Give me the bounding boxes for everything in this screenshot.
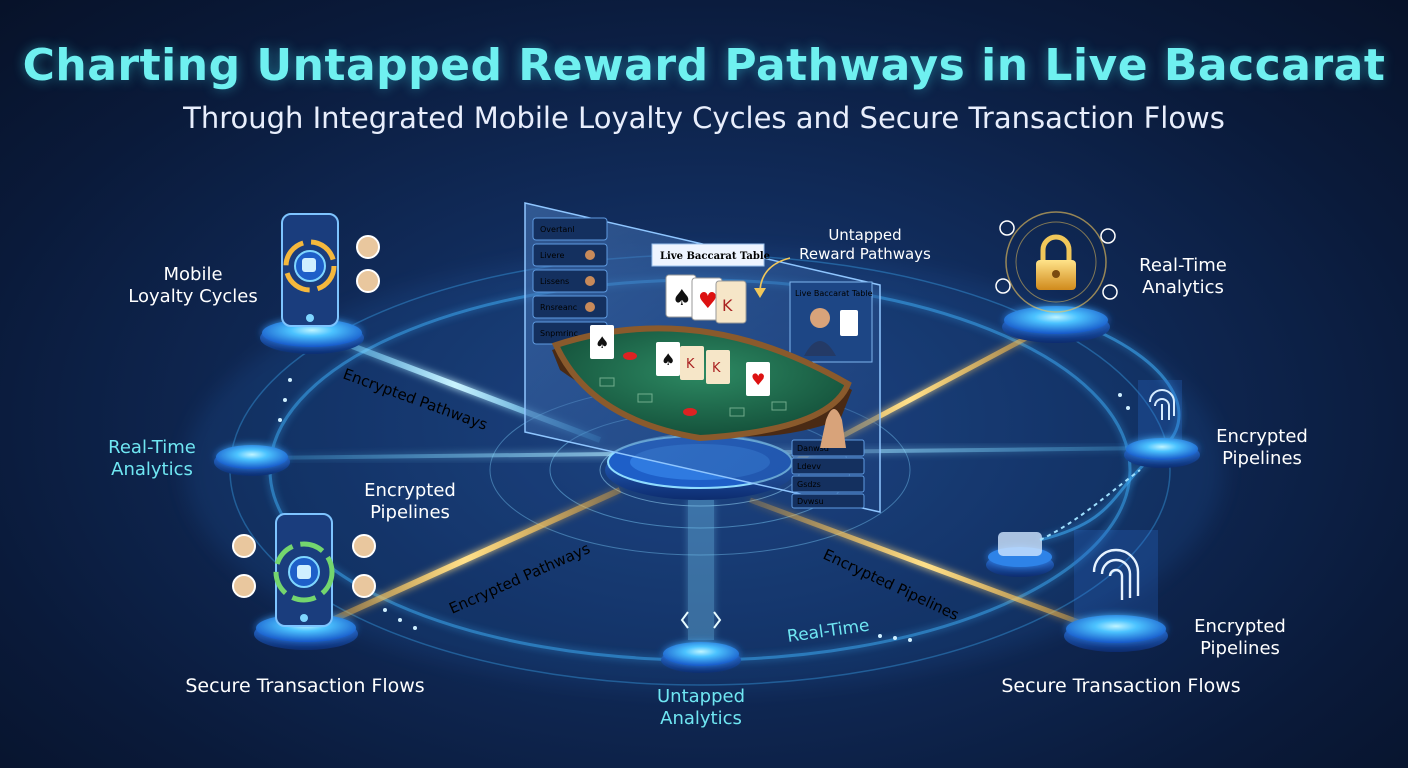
svg-text:♥: ♥ bbox=[751, 370, 765, 389]
label-realtime-top-right: Real-Time Analytics bbox=[1139, 255, 1227, 298]
dealer-hand-icon bbox=[820, 409, 846, 448]
chip-node bbox=[986, 532, 1054, 577]
chip-item-3: Gsdzs bbox=[797, 480, 821, 489]
svg-text:K: K bbox=[686, 357, 695, 372]
svg-text:♥: ♥ bbox=[698, 289, 718, 314]
label-realtime-left: Real-Time Analytics bbox=[108, 437, 196, 480]
mobile-loyalty-node bbox=[260, 213, 364, 354]
lock-node bbox=[1002, 211, 1110, 343]
label-encrypted-pipelines-right: Encrypted Pipelines bbox=[1216, 426, 1308, 469]
sparkle-dots bbox=[278, 378, 1130, 642]
menu-item-1: Overtanl bbox=[540, 225, 575, 234]
menu-item-2: Livere bbox=[540, 251, 564, 260]
svg-text:♠: ♠ bbox=[672, 286, 692, 311]
menu-item-5: Snpmrinc bbox=[540, 329, 578, 338]
label-secure-tx-left: Secure Transaction Flows bbox=[185, 675, 425, 697]
chip-item-2: Ldevv bbox=[797, 462, 821, 471]
label-encrypted-pipelines-center: Encrypted Pipelines bbox=[364, 480, 456, 523]
label-untapped-analytics: Untapped Analytics bbox=[656, 686, 746, 729]
svg-text:K: K bbox=[722, 296, 733, 315]
dealer-title: Live Baccarat Table bbox=[795, 289, 873, 298]
secure-tx-node-left bbox=[254, 513, 358, 650]
avatar-icons-top-left bbox=[356, 235, 380, 293]
svg-text:♠: ♠ bbox=[595, 333, 609, 352]
label-secure-tx-right: Secure Transaction Flows bbox=[1001, 675, 1241, 697]
top-cards: ♠ ♥ K bbox=[665, 274, 747, 324]
menu-item-3: Lissens bbox=[540, 277, 569, 286]
screen-chips: Danwsd Ldevv Gsdzs Dvwsu bbox=[791, 439, 865, 509]
avatar-icons-bottom-left bbox=[232, 534, 376, 598]
page-title: Charting Untapped Reward Pathways in Liv… bbox=[22, 40, 1386, 91]
table-title: Live Baccarat Table bbox=[660, 251, 770, 262]
chip-item-4: Dvwsu bbox=[797, 497, 824, 506]
label-encrypted-pipelines-bottom-right: Encrypted Pipelines bbox=[1194, 616, 1286, 659]
label-untapped-reward: Untapped Reward Pathways bbox=[799, 226, 931, 263]
lock-small-icons bbox=[995, 220, 1118, 300]
svg-text:♠: ♠ bbox=[661, 350, 675, 369]
fingerprint-node-right bbox=[1124, 380, 1200, 468]
chip-link bbox=[1039, 469, 1141, 541]
untapped-analytics-node bbox=[661, 611, 741, 673]
fingerprint-node-bottom-right bbox=[1064, 530, 1168, 652]
chip-item-1: Danwsd bbox=[797, 444, 829, 453]
page-subtitle: Through Integrated Mobile Loyalty Cycles… bbox=[183, 101, 1225, 135]
baccarat-table: ♠ ♠ K K ♥ bbox=[551, 325, 852, 442]
callout-arrow bbox=[759, 257, 791, 291]
svg-text:K: K bbox=[712, 361, 721, 376]
label-mobile-loyalty: Mobile Loyalty Cycles bbox=[128, 264, 258, 307]
realtime-node-left bbox=[214, 445, 290, 476]
table-cards: ♠ ♠ K K ♥ bbox=[590, 325, 770, 396]
menu-item-4: Rnsreanc bbox=[540, 303, 577, 312]
dealer-panel: Live Baccarat Table bbox=[789, 281, 873, 363]
